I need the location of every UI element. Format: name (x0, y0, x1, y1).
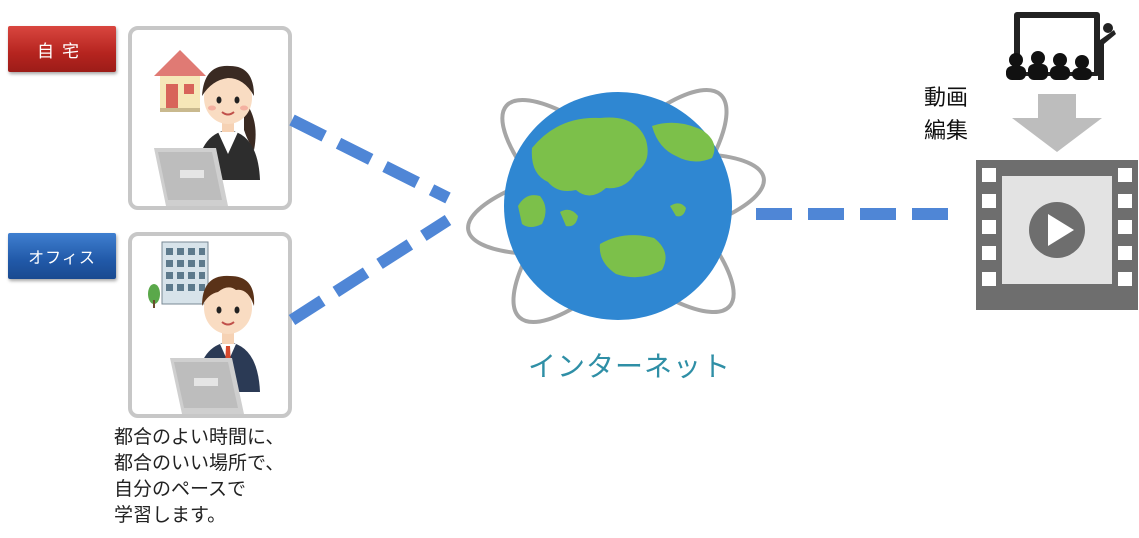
office-building-icon (148, 241, 209, 308)
office-connector-line (288, 214, 452, 326)
office-learner-card (128, 232, 292, 418)
caption-line: 都合のよい時間に、 (114, 426, 285, 448)
video-edit-line: 動画 (924, 86, 969, 111)
learning-caption: 都合のよい時間に、 都合のいい場所で、 自分のペースで 学習します。 (114, 424, 354, 528)
house-icon (154, 50, 206, 112)
caption-line: 都合のいい場所で、 (114, 452, 285, 474)
caption-line: 学習します。 (114, 504, 227, 526)
earth-globe-icon (466, 87, 766, 325)
woman-with-laptop-icon (154, 50, 260, 206)
internet-label: インターネット (528, 350, 732, 383)
man-with-laptop-icon (148, 241, 260, 414)
video-edit-line: 編集 (924, 119, 969, 144)
lecture-audience-icon (1006, 12, 1116, 80)
caption-line: 自分のペースで (114, 478, 247, 500)
home-tag: 自宅 (8, 26, 116, 72)
office-tag: オフィス (8, 233, 116, 279)
office-label: オフィス (28, 248, 96, 267)
video-edit-label: 動画 編集 (924, 82, 968, 148)
video-film-icon (976, 160, 1138, 310)
home-label: 自宅 (37, 41, 87, 62)
home-connector-line (289, 114, 451, 204)
play-icon (1029, 202, 1085, 258)
down-arrow-icon (1012, 94, 1102, 152)
home-learner-card (128, 26, 292, 210)
